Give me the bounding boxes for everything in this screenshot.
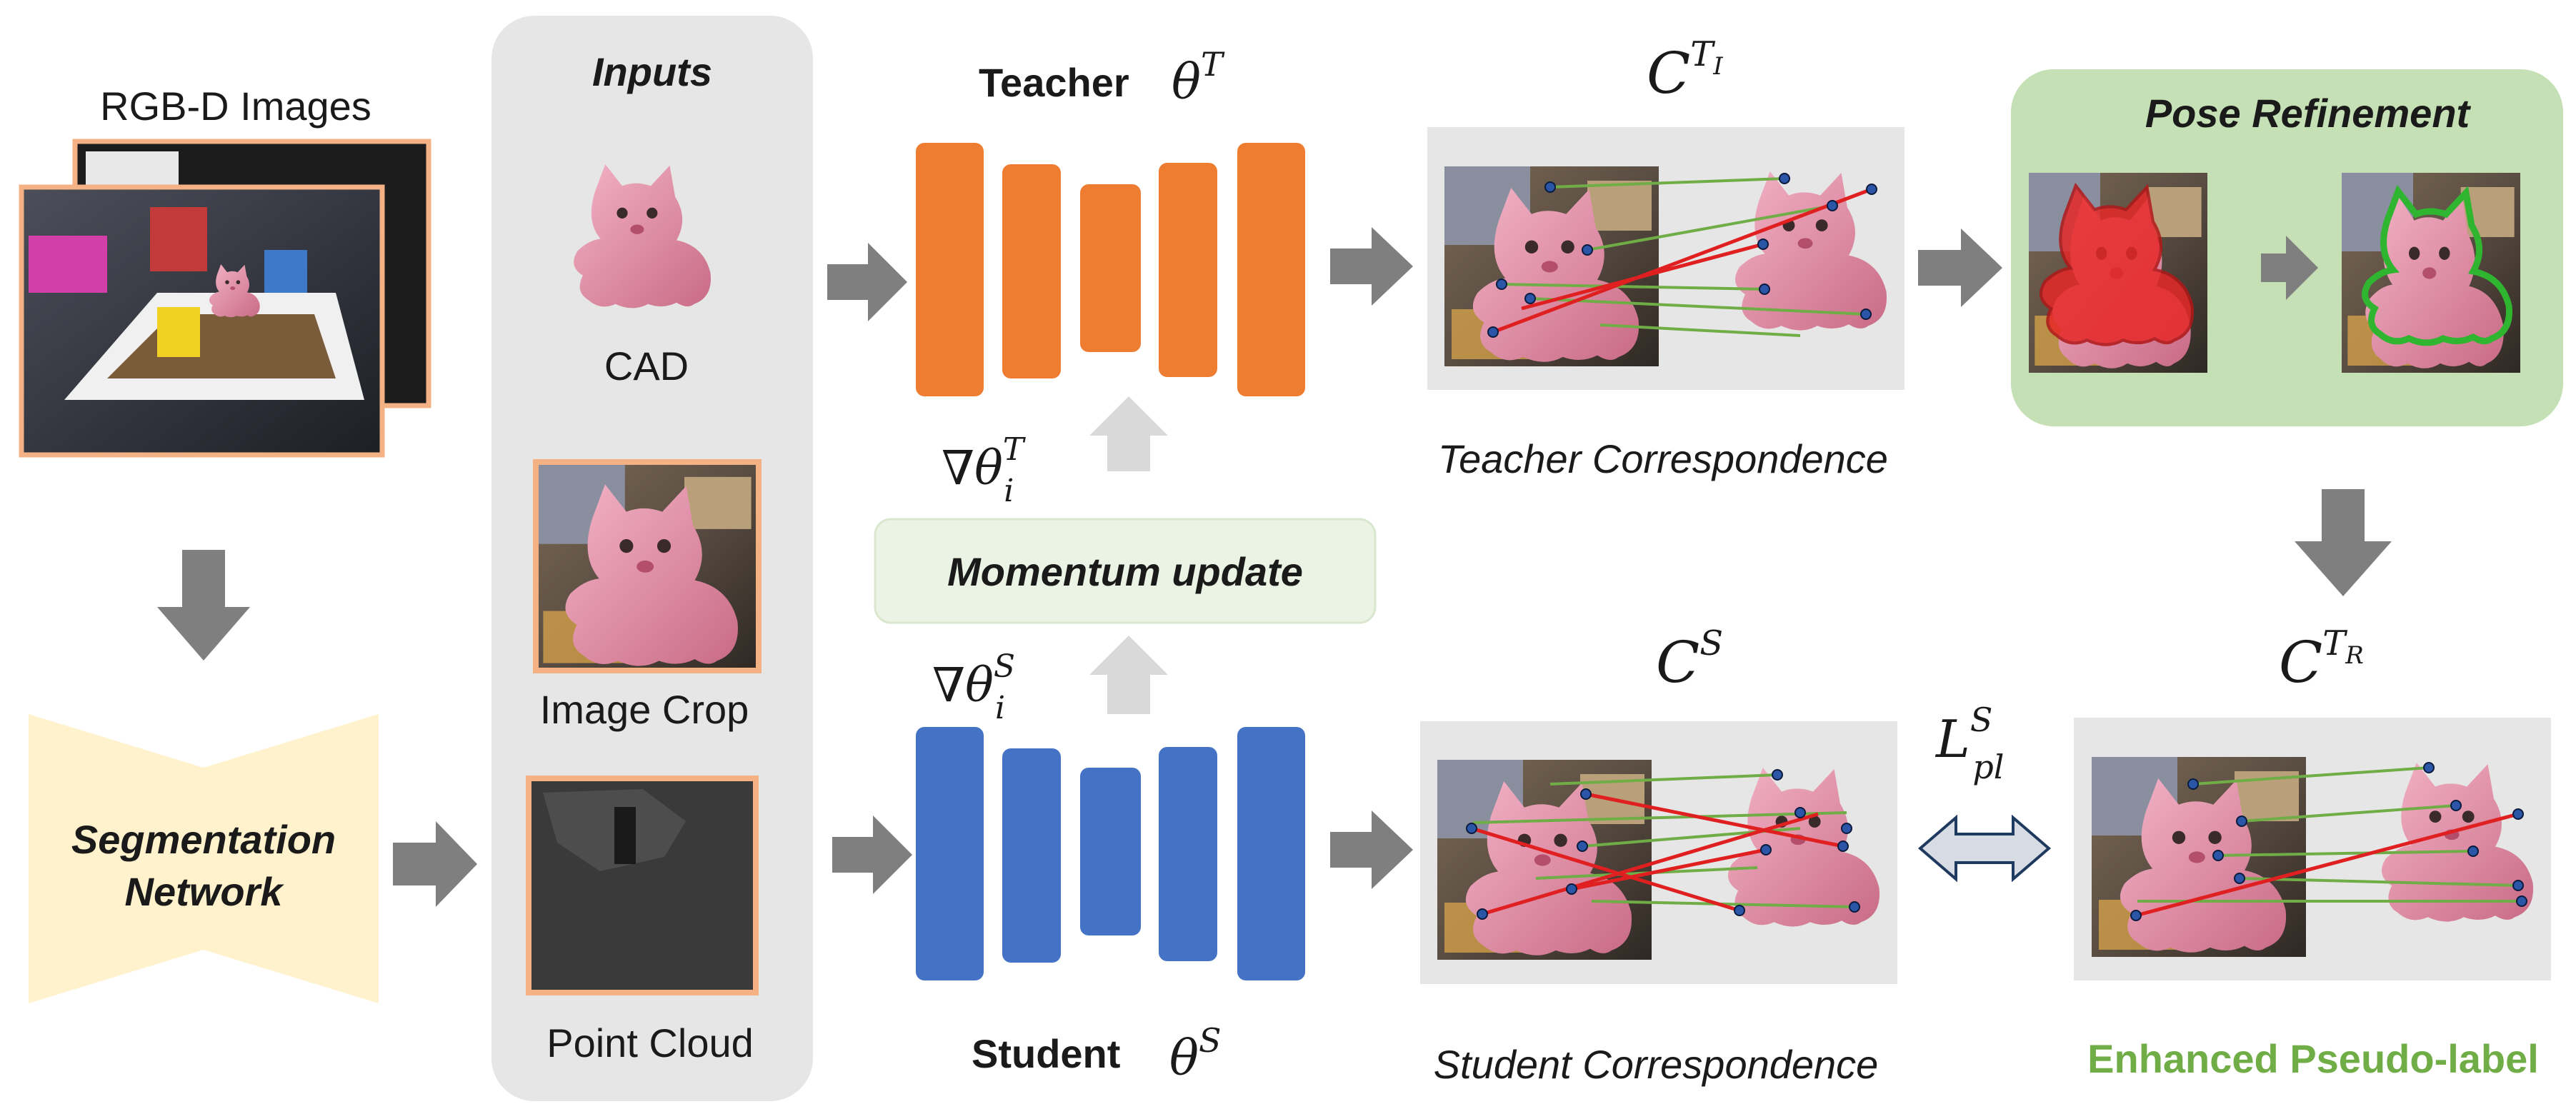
teacher-layer xyxy=(1237,143,1305,396)
teacher-layer xyxy=(916,143,984,396)
student-correspondence: CS Student Correspondence xyxy=(1420,623,1897,1087)
point-cloud-label: Point Cloud xyxy=(546,1020,754,1065)
segmentation-label-line2: Network xyxy=(125,869,285,914)
segmentation-network: Segmentation Network xyxy=(29,714,379,1003)
pose-refinement-title: Pose Refinement xyxy=(2145,91,2472,136)
image-crop-thumbnail xyxy=(533,459,762,673)
refined-corr-symbol: CTR xyxy=(2279,623,2364,696)
enhanced-pseudo-label-caption: Enhanced Pseudo-label xyxy=(2087,1036,2539,1081)
inputs-title: Inputs xyxy=(592,49,712,94)
student-layer xyxy=(916,727,984,980)
teacher-to-corr-arrow xyxy=(1330,227,1413,306)
cad-label: CAD xyxy=(604,343,689,388)
seg-to-inputs-arrow xyxy=(393,821,477,907)
teacher-label: Teacher xyxy=(979,60,1129,105)
segmentation-label-line1: Segmentation xyxy=(71,817,336,862)
teacher-corr-symbol: CTI xyxy=(1647,34,1723,106)
student-layer xyxy=(1237,727,1305,980)
image-crop-label: Image Crop xyxy=(540,687,749,732)
pose-refinement-panel: Pose Refinement xyxy=(2011,69,2563,426)
student-label: Student xyxy=(972,1031,1120,1076)
teacher-layer xyxy=(1080,184,1141,352)
student-layer xyxy=(1159,747,1217,961)
rgbd-label: RGB-D Images xyxy=(100,84,371,129)
inputs-to-student-arrow xyxy=(832,816,912,894)
svg-text:θS: θS xyxy=(1169,1021,1221,1087)
grad-teacher-arrow xyxy=(1089,396,1168,471)
grad-student-arrow xyxy=(1089,636,1168,714)
teacher-layer xyxy=(1002,164,1061,378)
student-corr-caption: Student Correspondence xyxy=(1434,1042,1879,1087)
rgbd-image-stack xyxy=(19,139,431,458)
student-network: Student θS xyxy=(916,727,1305,1087)
teacher-layer xyxy=(1159,163,1217,377)
point-cloud-thumbnail xyxy=(526,776,759,995)
teacher-network: Teacher θT xyxy=(916,45,1305,396)
inputs-panel: Inputs CAD Image Crop Point Cloud xyxy=(491,16,813,1101)
refine-step-arrow xyxy=(2261,236,2318,300)
refined-correspondence: CTR Enhanced Pseudo-label xyxy=(2074,623,2551,1081)
refine-to-pseudo-arrow xyxy=(2295,489,2392,596)
momentum-update-label: Momentum update xyxy=(947,549,1303,594)
corr-to-refine-arrow xyxy=(1918,229,2002,307)
student-layer xyxy=(1002,748,1061,963)
student-to-corr-arrow xyxy=(1330,811,1413,889)
loss-double-arrow xyxy=(1917,814,2052,883)
svg-text:θT: θT xyxy=(1172,45,1225,111)
momentum-update-box xyxy=(874,518,1377,624)
student-layer xyxy=(1080,768,1141,935)
student-corr-symbol: CS xyxy=(1656,623,1723,696)
rgbd-to-seg-arrow xyxy=(157,550,250,661)
teacher-correspondence: CTI Teacher Correspondence xyxy=(1427,34,1904,481)
teacher-corr-caption: Teacher Correspondence xyxy=(1438,436,1888,481)
inputs-to-teacher-arrow xyxy=(827,243,907,321)
